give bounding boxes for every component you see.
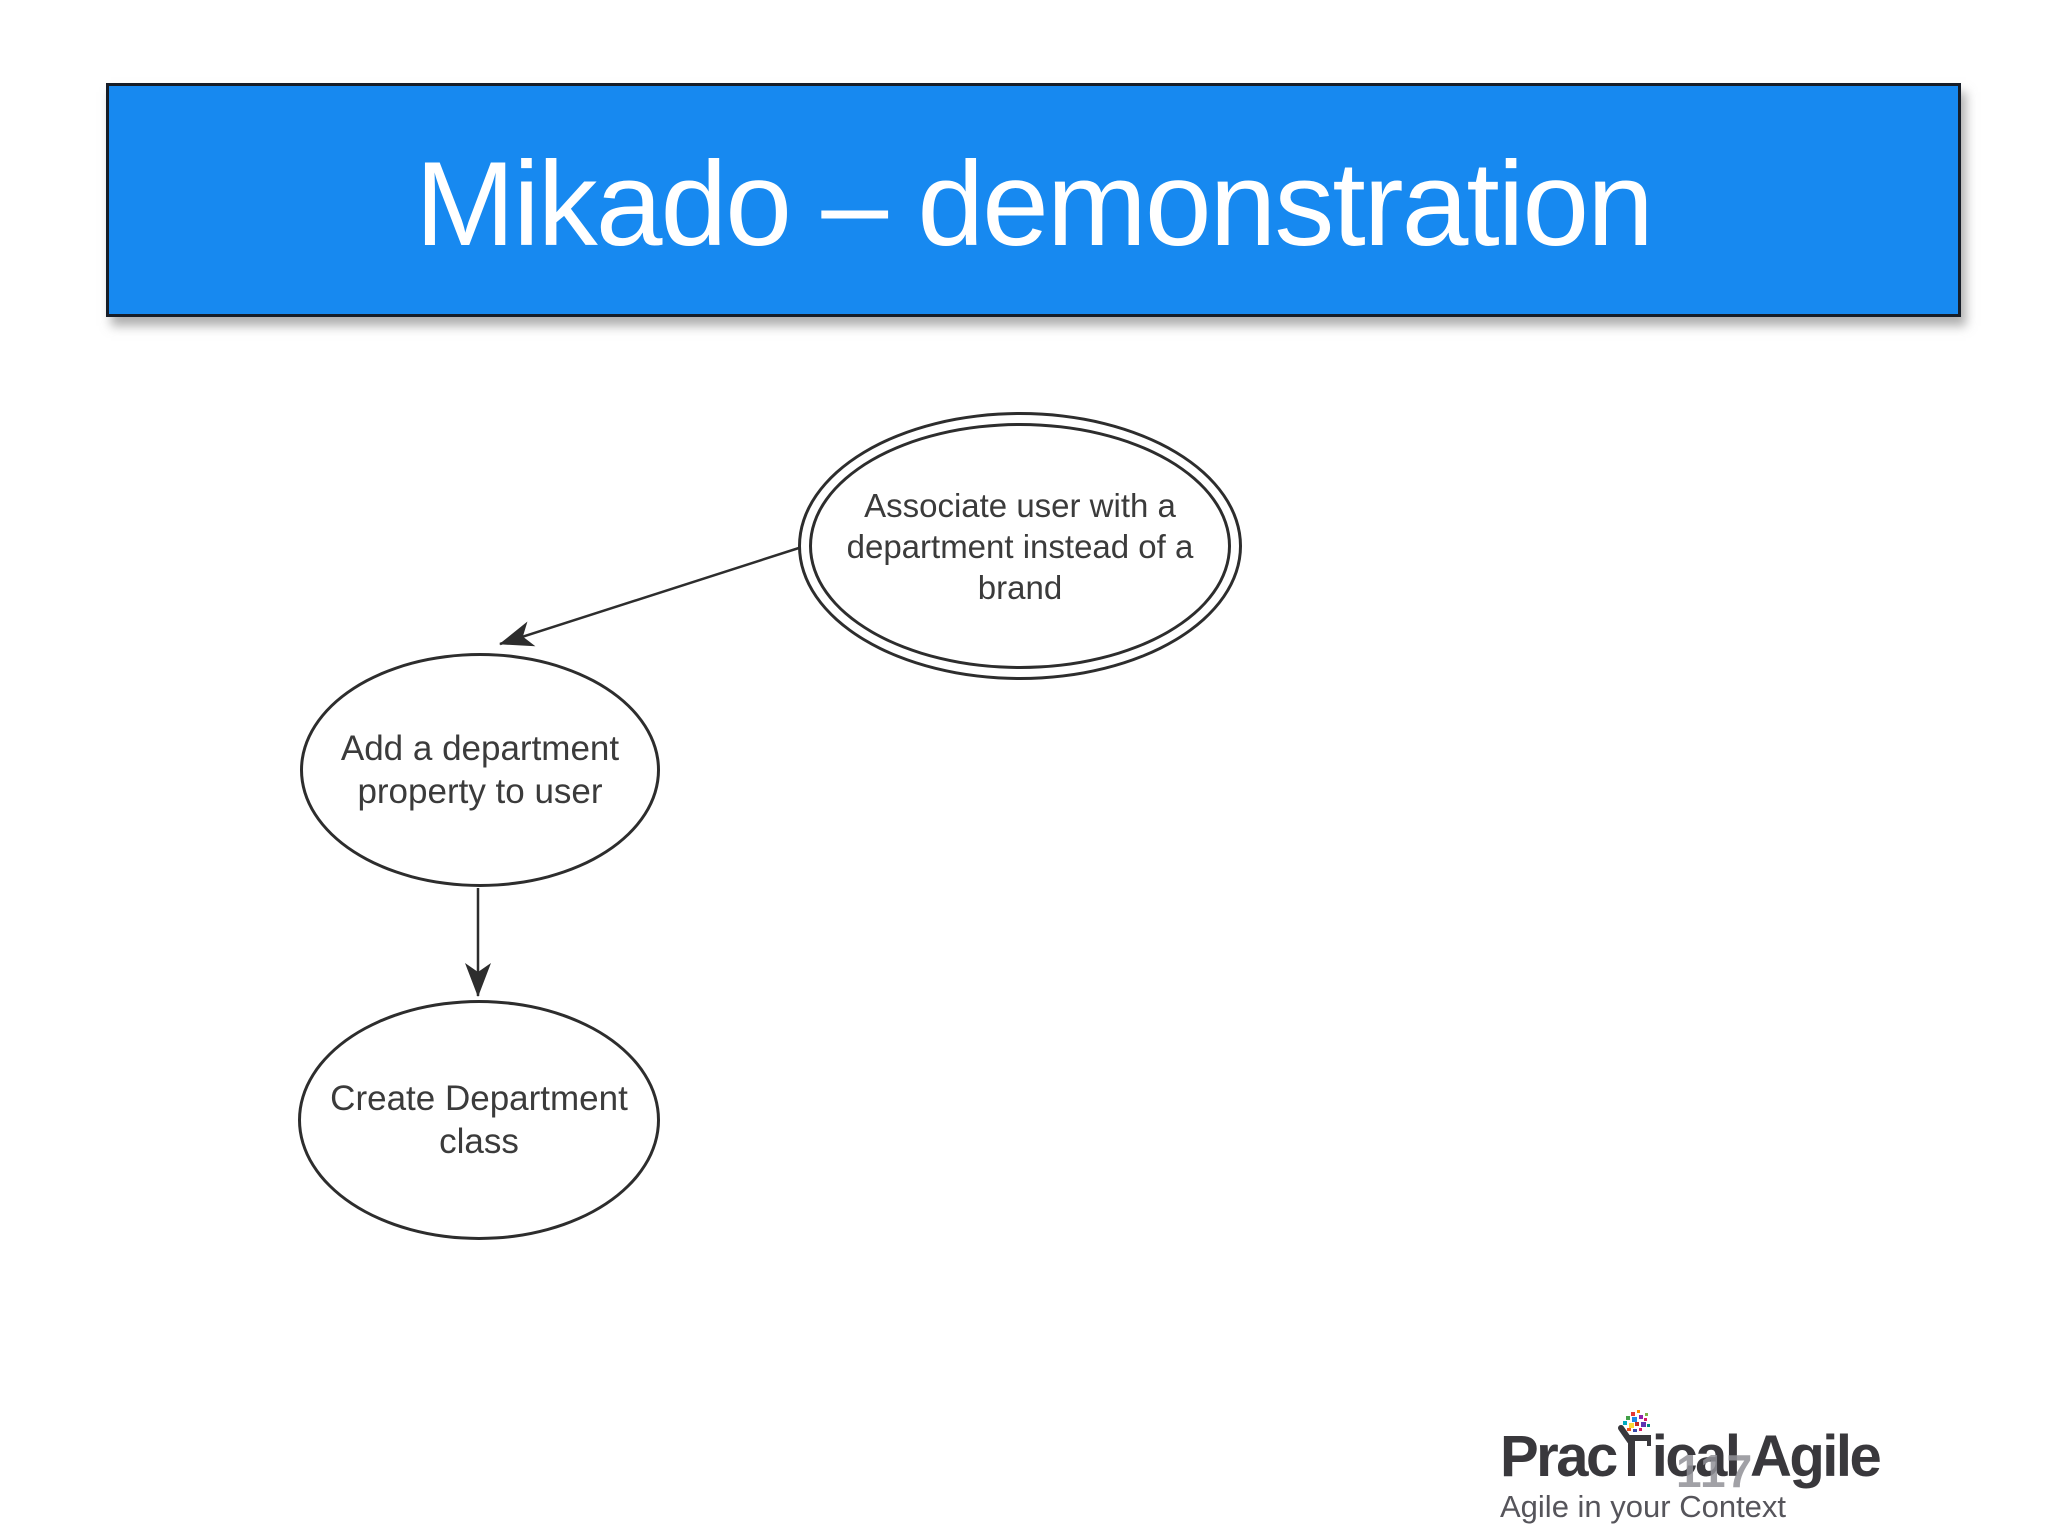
logo-name-prefix: Prac bbox=[1500, 1424, 1618, 1489]
slide-page-number: 117 bbox=[1676, 1445, 1754, 1497]
node-label-line: property to user bbox=[357, 772, 603, 811]
person-celebration-icon bbox=[1617, 1410, 1651, 1476]
node-label-line: brand bbox=[977, 568, 1063, 606]
node-goal: Associate user with a department instead… bbox=[798, 412, 1242, 680]
node-goal-label: Associate user with a department instead… bbox=[847, 485, 1194, 608]
logo-tagline: Agile in your Context bbox=[1500, 1489, 1787, 1524]
node-label-line: Add a department bbox=[340, 729, 620, 768]
node-label-line: Create Department bbox=[330, 1079, 628, 1118]
node-step1-label: Add a department property to user bbox=[341, 727, 619, 813]
slide-title: Mikado – demonstration bbox=[415, 137, 1654, 271]
node-step2-label: Create Department class bbox=[330, 1077, 628, 1163]
arrow-goal-to-step1 bbox=[499, 545, 803, 647]
node-label-line: department instead of a bbox=[846, 527, 1194, 565]
node-label-line: class bbox=[439, 1122, 519, 1161]
logo-name-suffix: ical Agile bbox=[1651, 1424, 1882, 1489]
node-step1: Add a department property to user bbox=[300, 653, 660, 887]
node-label-line: Associate user with a bbox=[864, 486, 1176, 524]
goal-inner-ring bbox=[809, 423, 1231, 669]
logo-name: Prac ical Agile bbox=[1500, 1410, 1960, 1490]
title-banner: Mikado – demonstration bbox=[106, 83, 1961, 317]
practical-agile-logo: Prac ical Agile bbox=[1500, 1410, 1960, 1524]
node-step2: Create Department class bbox=[298, 1000, 660, 1240]
